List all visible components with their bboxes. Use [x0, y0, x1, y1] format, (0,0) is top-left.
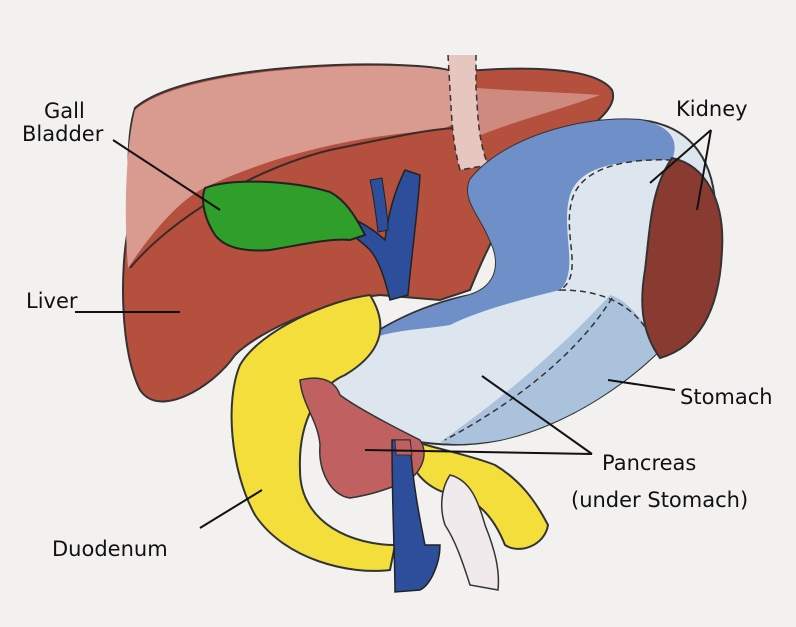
label-pancreas-note: (under Stomach): [571, 489, 748, 512]
label-duodenum: Duodenum: [52, 538, 168, 561]
artery-small: [395, 440, 412, 455]
label-kidney: Kidney: [676, 98, 748, 121]
label-gall-bladder-line1: Gall: [40, 100, 103, 123]
label-gall-bladder-line2: Bladder: [22, 123, 103, 146]
label-gall-bladder: Gall Bladder: [40, 100, 103, 146]
label-stomach: Stomach: [680, 386, 773, 409]
label-liver: Liver: [26, 290, 78, 313]
label-pancreas: Pancreas: [602, 452, 696, 475]
